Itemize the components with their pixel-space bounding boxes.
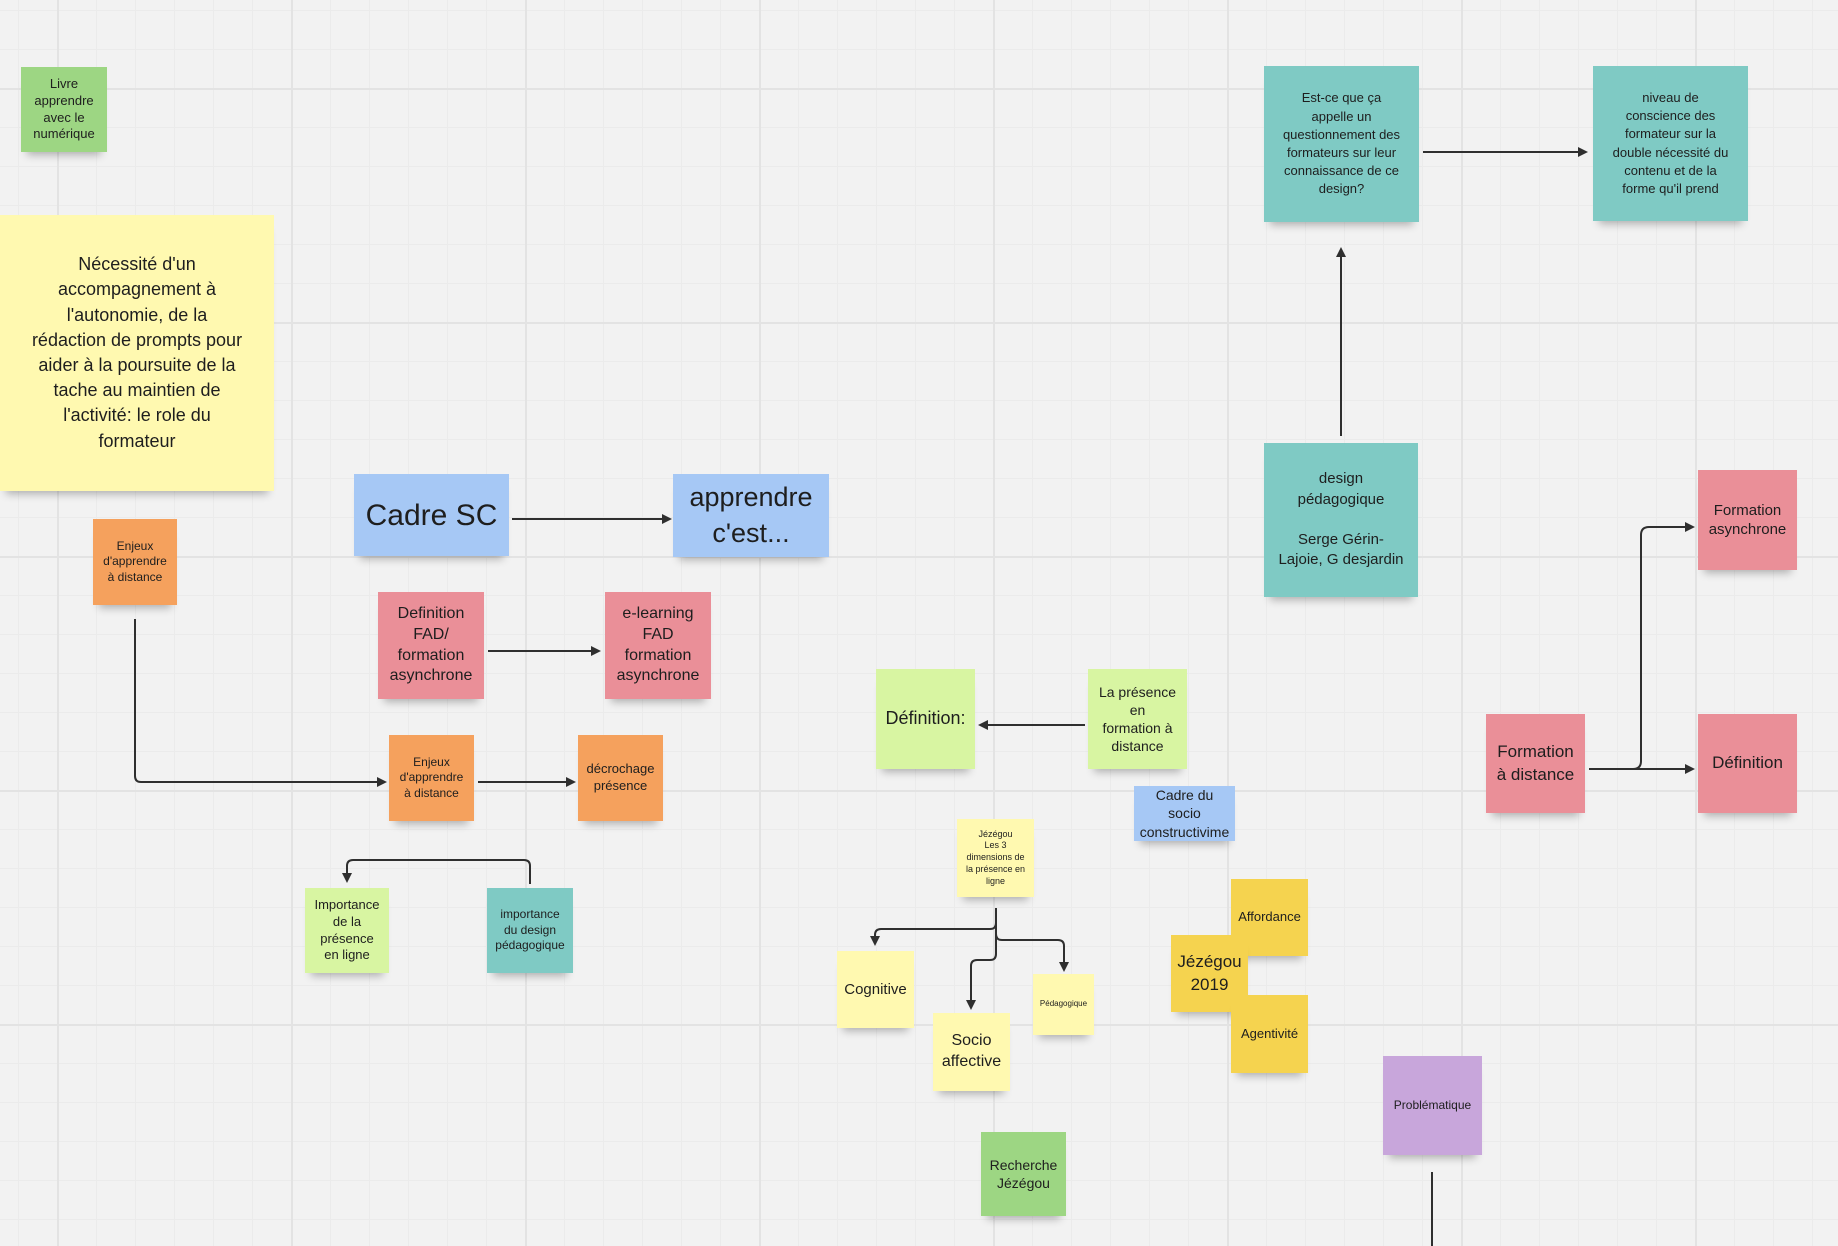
sticky-note-text: importance du design pédagogique <box>495 907 565 953</box>
connector-jezegou-to-socio[interactable] <box>966 908 997 1010</box>
sticky-note-importance-design[interactable]: importance du design pédagogique <box>487 888 573 973</box>
sticky-note-text: niveau de conscience des formateur sur l… <box>1612 89 1729 196</box>
sticky-note-text: Livre apprendre avec le numérique <box>33 75 95 142</box>
sticky-note-text: Jézégou Les 3 dimensions de la présence … <box>965 828 1026 886</box>
sticky-note-text: Définition: <box>885 708 966 729</box>
sticky-note-text: Enjeux d'apprendre à distance <box>103 538 167 584</box>
sticky-note-recherche-jezegou[interactable]: Recherche Jézégou <box>981 1132 1066 1216</box>
sticky-note-livre[interactable]: Livre apprendre avec le numérique <box>21 67 107 152</box>
sticky-note-importance-presence[interactable]: Importance de la présence en ligne <box>305 888 389 973</box>
sticky-note-cadre-socio[interactable]: Cadre du socio constructivime <box>1134 786 1235 841</box>
sticky-note-design-pedagogique[interactable]: design pédagogique Serge Gérin- Lajoie, … <box>1264 443 1418 597</box>
sticky-note-definition-right[interactable]: Définition <box>1698 714 1797 813</box>
sticky-note-cadre-sc[interactable]: Cadre SC <box>354 474 509 556</box>
sticky-note-problematique[interactable]: Problématique <box>1383 1056 1482 1155</box>
sticky-note-text: Definition FAD/ formation asynchrone <box>389 604 473 685</box>
connector-formation-to-asynchrone[interactable] <box>1589 522 1695 770</box>
sticky-note-necessite[interactable]: Nécessité d'un accompagnement à l'autono… <box>0 215 274 491</box>
sticky-note-presence-formation[interactable]: La présence en formation à distance <box>1088 669 1187 769</box>
sticky-note-enjeux-2[interactable]: Enjeux d'apprendre à distance <box>389 735 474 821</box>
sticky-note-socio-affective[interactable]: Socio affective <box>933 1013 1010 1091</box>
sticky-note-text: Nécessité d'un accompagnement à l'autono… <box>31 254 243 451</box>
sticky-note-text: design pédagogique Serge Gérin- Lajoie, … <box>1278 470 1404 569</box>
sticky-note-text: Formation à distance <box>1496 742 1575 784</box>
sticky-note-text: Cadre SC <box>365 498 498 532</box>
sticky-note-decrochage[interactable]: décrochage présence <box>578 735 663 821</box>
sticky-note-text: Socio affective <box>941 1032 1002 1070</box>
sticky-note-text: Recherche Jézégou <box>989 1156 1058 1191</box>
sticky-note-pedagogique[interactable]: Pédagogique <box>1033 974 1094 1035</box>
connector-design-to-presence[interactable] <box>342 859 531 884</box>
connector-jezegou-to-cognitive[interactable] <box>870 908 997 946</box>
sticky-note-text: décrochage présence <box>586 761 655 793</box>
sticky-note-enjeux-1[interactable]: Enjeux d'apprendre à distance <box>93 519 177 605</box>
sticky-note-text: Enjeux d'apprendre à distance <box>399 754 464 800</box>
sticky-note-agentivite[interactable]: Agentivité <box>1231 995 1308 1073</box>
sticky-note-text: Cognitive <box>844 980 907 998</box>
sticky-note-text: Définition <box>1712 753 1783 773</box>
connector-enjeux-to-enjeux2[interactable] <box>134 619 387 787</box>
sticky-note-formation-distance[interactable]: Formation à distance <box>1486 714 1585 813</box>
sticky-note-elearning[interactable]: e-learning FAD formation asynchrone <box>605 592 711 699</box>
sticky-note-questionnement[interactable]: Est-ce que ça appelle un questionnement … <box>1264 66 1419 222</box>
sticky-note-jezegou-dimensions[interactable]: Jézégou Les 3 dimensions de la présence … <box>957 819 1034 897</box>
sticky-note-cognitive[interactable]: Cognitive <box>837 951 914 1028</box>
sticky-note-text: Pédagogique <box>1039 999 1088 1009</box>
sticky-note-text: Problématique <box>1393 1097 1472 1112</box>
sticky-note-text: Jézégou 2019 <box>1177 952 1242 994</box>
sticky-note-text: Agentivité <box>1240 1025 1299 1041</box>
sticky-note-text: La présence en formation à distance <box>1098 683 1177 755</box>
sticky-note-text: Cadre du socio constructivime <box>1139 787 1230 840</box>
sticky-note-text: Affordance <box>1238 909 1301 925</box>
sticky-note-text: Est-ce que ça appelle un questionnement … <box>1282 90 1401 197</box>
connector-jezegou-to-pedagogique[interactable] <box>995 908 1069 972</box>
sticky-note-text: Formation asynchrone <box>1708 501 1787 539</box>
sticky-note-formation-asynchrone[interactable]: Formation asynchrone <box>1698 470 1797 570</box>
sticky-note-definition-presence[interactable]: Définition: <box>876 669 975 769</box>
sticky-note-text: apprendre c'est... <box>689 482 813 548</box>
sticky-note-text: Importance de la présence en ligne <box>314 896 380 963</box>
sticky-note-niveau-conscience[interactable]: niveau de conscience des formateur sur l… <box>1593 66 1748 221</box>
sticky-note-text: e-learning FAD formation asynchrone <box>616 604 700 685</box>
sticky-note-definition-fad[interactable]: Definition FAD/ formation asynchrone <box>378 592 484 699</box>
sticky-note-apprendre[interactable]: apprendre c'est... <box>673 474 829 557</box>
